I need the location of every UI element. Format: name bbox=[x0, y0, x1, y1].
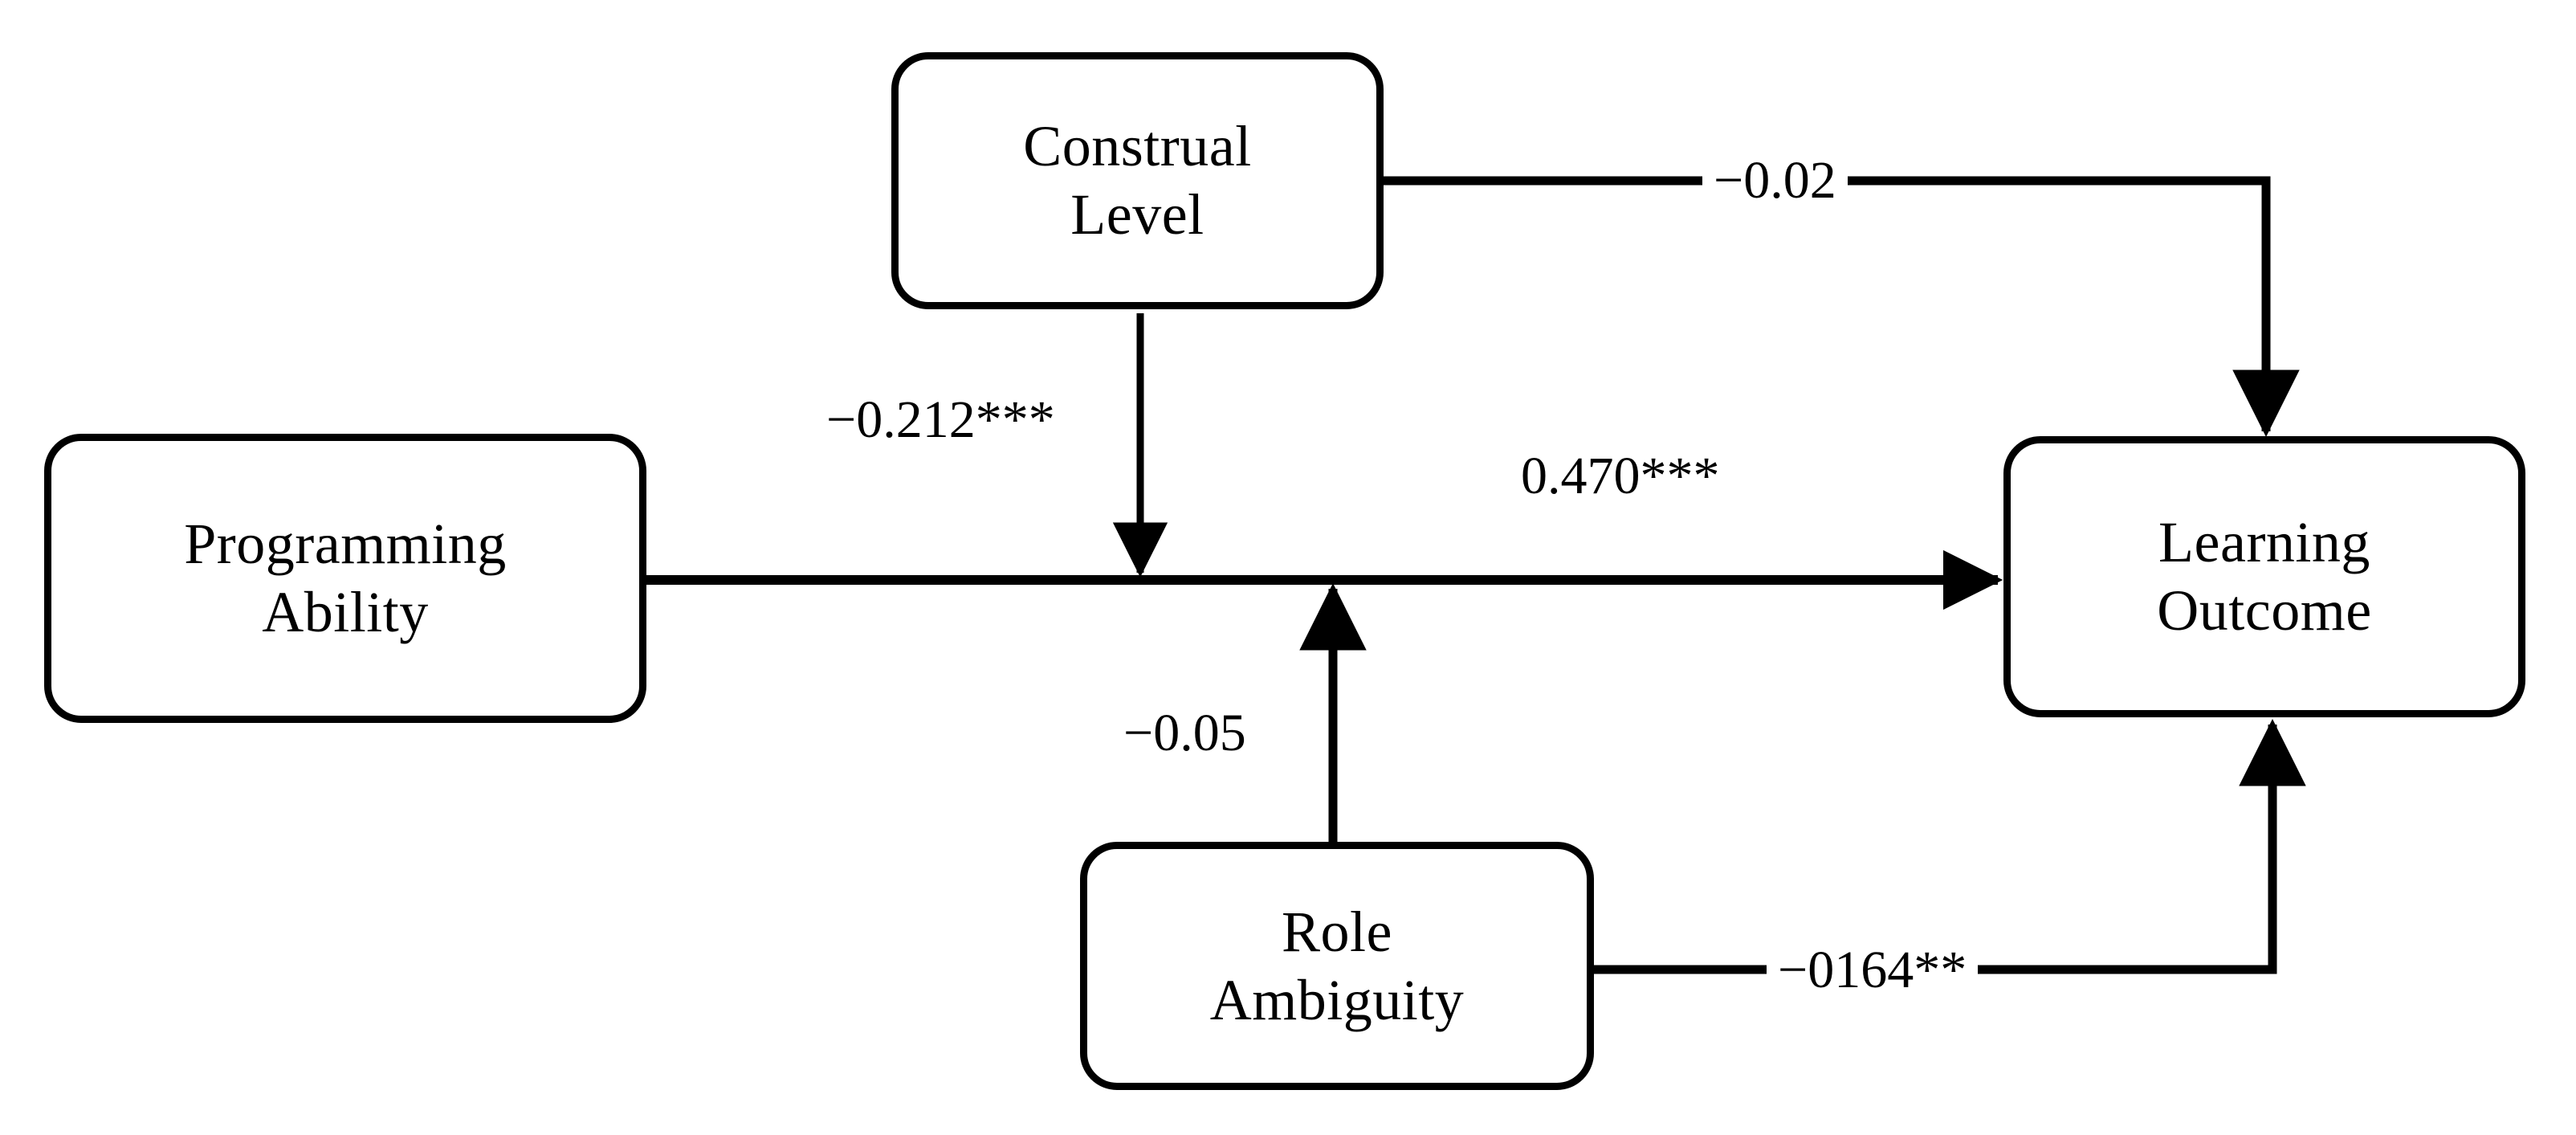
edge-label-role-to-outcome: −0164** bbox=[1767, 944, 1979, 997]
node-role-ambiguity[interactable]: Role Ambiguity bbox=[1080, 842, 1594, 1090]
edge-construal-to-outcome bbox=[1384, 176, 2300, 437]
node-programming-ability-label: Programming Ability bbox=[184, 512, 507, 644]
node-construal-level-label: Construal Level bbox=[1023, 114, 1252, 247]
node-learning-outcome[interactable]: Learning Outcome bbox=[2003, 436, 2525, 717]
node-learning-outcome-label: Learning Outcome bbox=[2157, 510, 2372, 643]
edge-role-to-outcome bbox=[1594, 719, 2306, 974]
edge-label-role-to-main-path: −0.05 bbox=[1112, 707, 1257, 760]
node-role-ambiguity-label: Role Ambiguity bbox=[1209, 899, 1465, 1032]
edge-label-programming-to-outcome: 0.470*** bbox=[1510, 450, 1731, 503]
node-construal-level[interactable]: Construal Level bbox=[891, 52, 1384, 309]
edge-label-construal-to-main-path: −0.212*** bbox=[815, 394, 1066, 447]
edge-label-construal-to-outcome: −0.02 bbox=[1702, 154, 1848, 207]
node-programming-ability[interactable]: Programming Ability bbox=[44, 434, 646, 723]
